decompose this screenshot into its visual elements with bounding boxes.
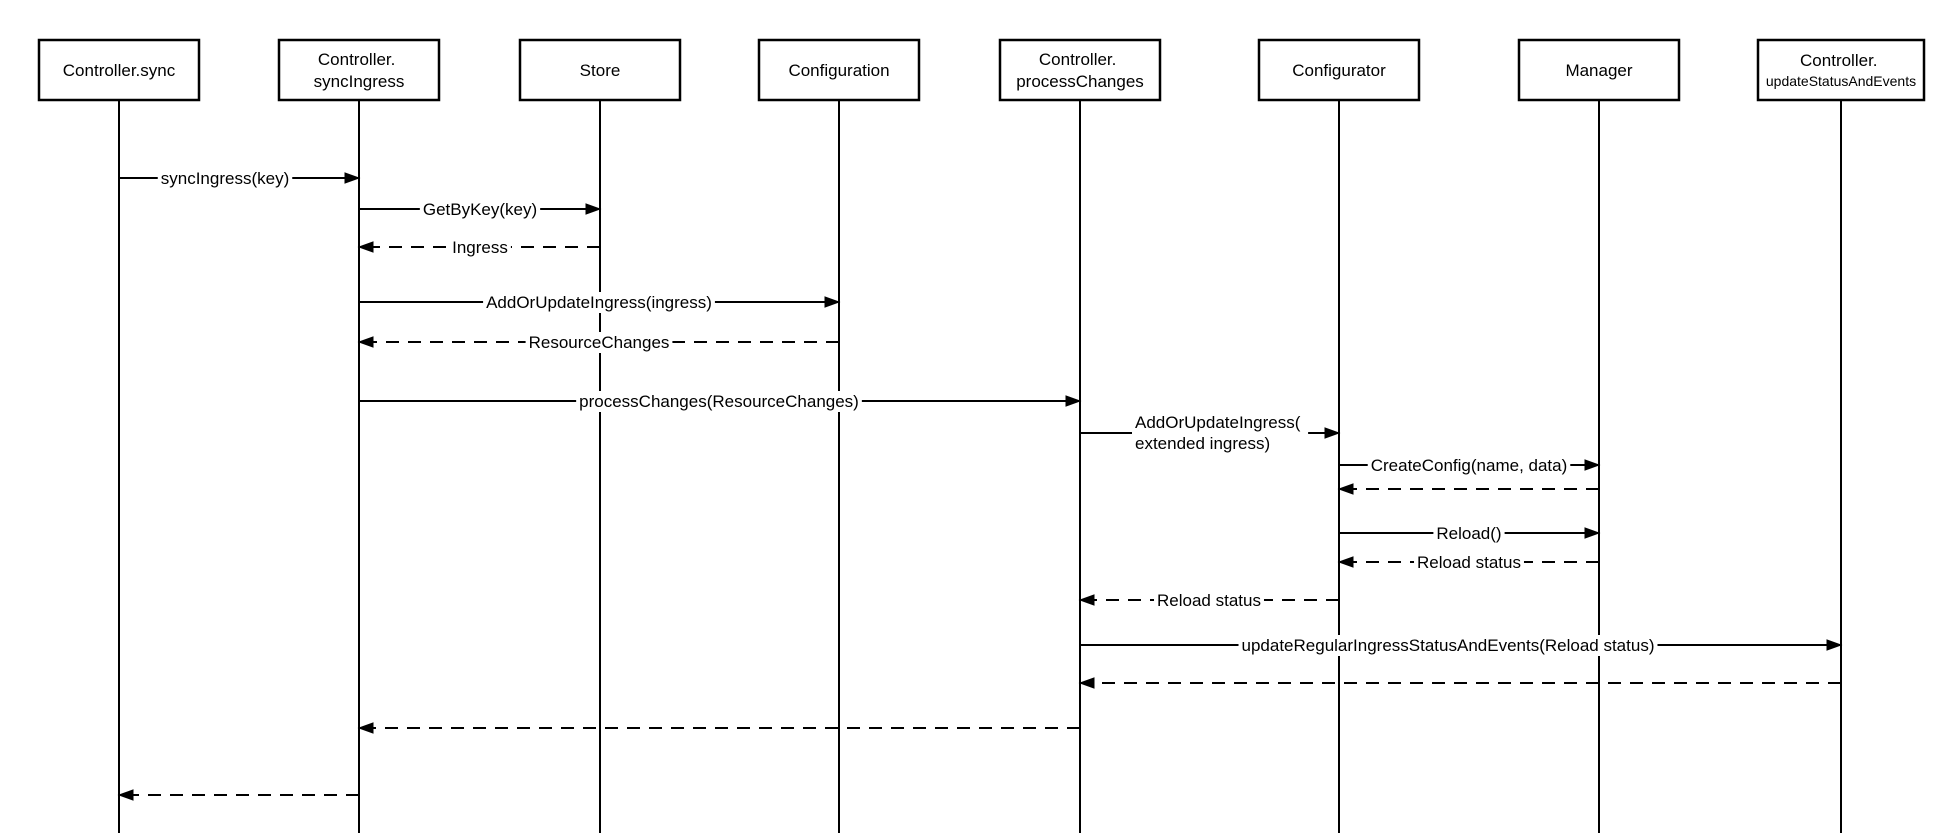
participant-controller-processchanges: Controller. processChanges (998, 38, 1162, 102)
label-background (1433, 523, 1505, 544)
participants: Controller.sync Controller. syncIngress … (37, 38, 1926, 102)
label-background (525, 332, 673, 353)
message-getbykey: GetByKey(key) (359, 199, 602, 220)
participant-box (37, 38, 201, 102)
participant-box (518, 38, 682, 102)
participant-box (998, 38, 1162, 102)
message-updateregularingressstatusandevents: updateRegularIngressStatusAndEvents(Relo… (1080, 635, 1843, 656)
message-addorupdateingress: AddOrUpdateIngress(ingress) (359, 292, 841, 313)
participant-controller-sync: Controller.sync (37, 38, 201, 102)
label-background (419, 199, 541, 220)
participant-label: Controller. syncIngress (314, 50, 405, 91)
message-label: GetByKey(key) (423, 200, 537, 219)
message-label: AddOrUpdateIngress(ingress) (486, 293, 712, 312)
participant-label: Controller.sync (63, 61, 176, 80)
message-reload-status-return: Reload status (1337, 552, 1599, 573)
label-background (576, 391, 862, 412)
message-processchanges: processChanges(ResourceChanges) (359, 391, 1082, 412)
message-reload: Reload() (1339, 523, 1601, 544)
message-resourcechanges-return: ResourceChanges (357, 332, 839, 353)
message-label: Reload() (1436, 524, 1501, 543)
participant-label: Configuration (788, 61, 889, 80)
label-background (449, 237, 511, 258)
label-background (483, 292, 715, 313)
participant-box (277, 38, 441, 102)
participant-label: Configurator (1292, 61, 1386, 80)
message-label: Ingress (452, 238, 508, 257)
participant-controller-updatestatusandevents: Controller. updateStatusAndEvents (1756, 38, 1926, 102)
message-label: syncIngress(key) (161, 169, 289, 188)
participant-controller-syncingress: Controller. syncIngress (277, 38, 441, 102)
participant-label: Controller. processChanges (1016, 50, 1144, 91)
message-syncingress-key: syncIngress(key) (119, 168, 361, 189)
lifelines (118, 100, 1842, 833)
label-background (1367, 455, 1571, 476)
participant-box (1517, 38, 1681, 102)
message-label: CreateConfig(name, data) (1371, 456, 1568, 475)
participant-box (1756, 38, 1926, 102)
message-createconfig: CreateConfig(name, data) (1339, 455, 1601, 476)
label-background (1154, 590, 1264, 611)
participant-box (1257, 38, 1421, 102)
message-addorupdateingress-extended: AddOrUpdateIngress( extended ingress) (1080, 412, 1341, 454)
message-label: Reload status (1157, 591, 1261, 610)
message-label: processChanges(ResourceChanges) (579, 392, 859, 411)
message-label: AddOrUpdateIngress( extended ingress) (1135, 413, 1305, 453)
participant-store: Store (518, 38, 682, 102)
participant-configuration: Configuration (757, 38, 921, 102)
message-reload-status-return-2: Reload status (1078, 590, 1339, 611)
message-label: Reload status (1417, 553, 1521, 572)
message-label: updateRegularIngressStatusAndEvents(Relo… (1242, 636, 1655, 655)
participant-label: Store (580, 61, 621, 80)
label-background (1132, 412, 1309, 454)
participant-label: Manager (1565, 61, 1632, 80)
participant-label: Controller. updateStatusAndEvents (1766, 51, 1916, 89)
participant-box (757, 38, 921, 102)
message-ingress-return: Ingress (357, 237, 600, 258)
label-background (1414, 552, 1524, 573)
participant-configurator: Configurator (1257, 38, 1421, 102)
label-background (157, 168, 293, 189)
participant-manager: Manager (1517, 38, 1681, 102)
message-label: ResourceChanges (529, 333, 670, 352)
messages: syncIngress(key) GetByKey(key) Ingress A… (117, 168, 1843, 801)
label-background (1238, 635, 1658, 656)
